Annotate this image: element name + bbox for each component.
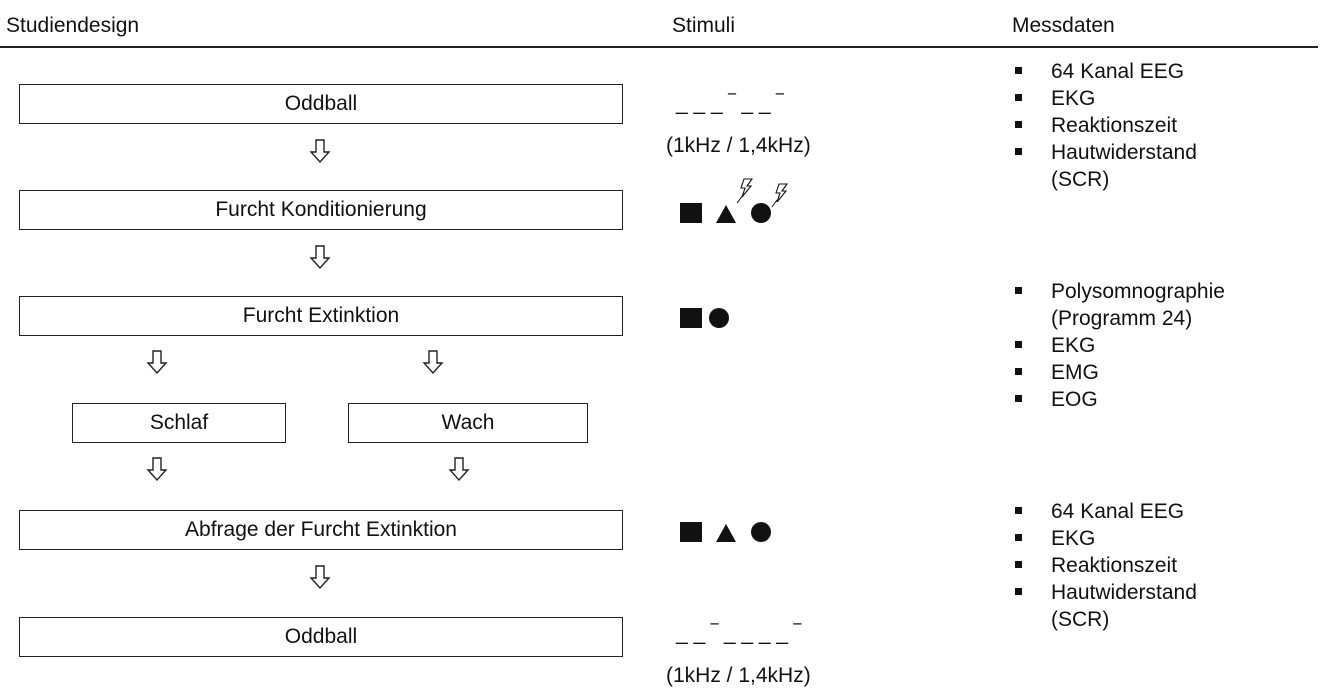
list-item: EMG: [1013, 359, 1225, 386]
list-item: EKG: [1013, 332, 1225, 359]
list-item: 64 Kanal EEG: [1013, 498, 1197, 525]
list-item: Hautwiderstand(SCR): [1013, 579, 1197, 633]
stimuli-abfrage-shapes: [680, 522, 771, 542]
tone-sequence-2: _ _ ‾ _ _ _ _ ‾: [676, 622, 801, 645]
list-item: EOG: [1013, 386, 1225, 413]
list-item: EKG: [1013, 525, 1197, 552]
box-abfrage: Abfrage der Furcht Extinktion: [19, 510, 623, 550]
box-furcht-konditionierung: Furcht Konditionierung: [19, 190, 623, 230]
list-item: 64 Kanal EEG: [1013, 58, 1197, 85]
box-wach: Wach: [348, 403, 588, 443]
triangle-icon: [716, 524, 736, 542]
box-abfrage-label: Abfrage der Furcht Extinktion: [185, 518, 457, 541]
tone-sequence-1: _ _ _ ‾ _ _ ‾: [676, 92, 784, 115]
box-oddball-1-label: Oddball: [284, 92, 358, 115]
header-studiendesign: Studiendesign: [6, 14, 140, 37]
header-rule: [0, 46, 1318, 48]
box-oddball-1: Oddball: [19, 84, 623, 124]
down-arrow-icon: [146, 350, 168, 374]
box-furcht-konditionierung-label: Furcht Konditionierung: [215, 198, 427, 221]
tone-frequency-2: (1kHz / 1,4kHz): [666, 664, 811, 687]
box-furcht-extinktion-label: Furcht Extinktion: [242, 304, 400, 327]
circle-icon: [709, 308, 729, 328]
list-item: Polysomnographie(Programm 24): [1013, 278, 1225, 332]
messdaten-list-2: Polysomnographie(Programm 24) EKG EMG EO…: [1013, 278, 1225, 413]
box-furcht-extinktion: Furcht Extinktion: [19, 296, 623, 336]
lightning-icon: [775, 183, 789, 203]
triangle-icon: [716, 205, 736, 223]
shock-pointer-2: [771, 199, 778, 208]
down-arrow-icon: [309, 245, 331, 269]
box-wach-label: Wach: [441, 411, 495, 434]
messdaten-list-3: 64 Kanal EEG EKG Reaktionszeit Hautwider…: [1013, 498, 1197, 633]
down-arrow-icon: [309, 565, 331, 589]
down-arrow-icon: [448, 457, 470, 481]
box-schlaf: Schlaf: [72, 403, 286, 443]
list-item: Reaktionszeit: [1013, 112, 1197, 139]
stimuli-extinction-shapes: [680, 308, 729, 328]
square-icon: [680, 308, 702, 328]
square-icon: [680, 203, 702, 223]
tone-frequency-1: (1kHz / 1,4kHz): [666, 134, 811, 157]
stimuli-conditioning-shapes: [680, 178, 789, 223]
messdaten-list-1: 64 Kanal EEG EKG Reaktionszeit Hautwider…: [1013, 58, 1197, 193]
down-arrow-icon: [146, 457, 168, 481]
circle-icon: [751, 522, 771, 542]
list-item: EKG: [1013, 85, 1197, 112]
lightning-icon: [740, 178, 754, 198]
header-stimuli: Stimuli: [672, 14, 736, 37]
box-schlaf-label: Schlaf: [149, 411, 209, 434]
box-oddball-2-label: Oddball: [284, 625, 358, 648]
list-item: Hautwiderstand(SCR): [1013, 139, 1197, 193]
down-arrow-icon: [309, 139, 331, 163]
box-oddball-2: Oddball: [19, 617, 623, 657]
header-messdaten: Messdaten: [1012, 14, 1115, 37]
square-icon: [680, 522, 702, 542]
circle-icon: [751, 203, 771, 223]
down-arrow-icon: [422, 350, 444, 374]
list-item: Reaktionszeit: [1013, 552, 1197, 579]
